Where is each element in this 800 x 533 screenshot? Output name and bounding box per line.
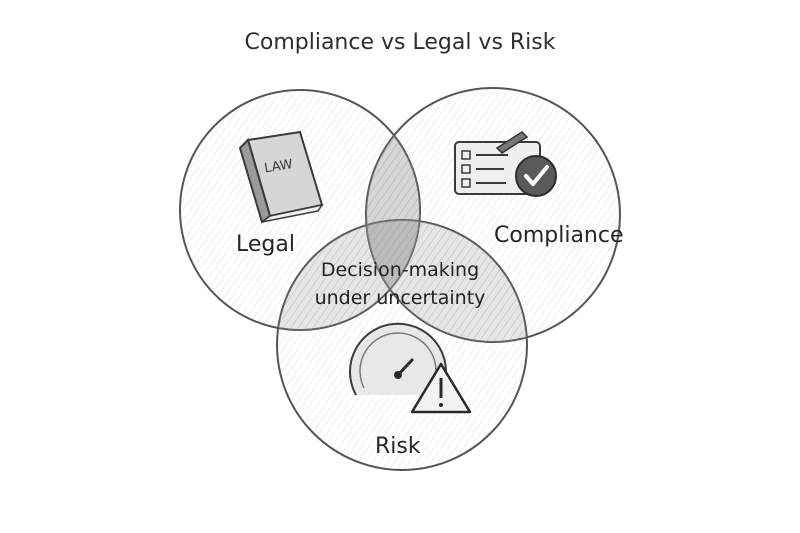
gauge-warning-icon xyxy=(349,322,472,414)
law-book-icon: LAW xyxy=(238,130,324,224)
diagram-title: Compliance vs Legal vs Risk xyxy=(244,30,556,55)
legal-label: Legal xyxy=(236,232,295,257)
compliance-label: Compliance xyxy=(494,223,624,248)
checklist-icon xyxy=(454,131,557,197)
intersection-label: Decision-making under uncertainty xyxy=(300,256,500,312)
risk-label: Risk xyxy=(375,434,421,459)
intersection-line-2: under uncertainty xyxy=(314,287,486,309)
law-book-text: LAW xyxy=(263,157,294,176)
compliance-risk-overlap xyxy=(366,220,527,342)
intersection-line-1: Decision-making xyxy=(320,259,480,281)
legal-risk-overlap xyxy=(277,220,420,330)
